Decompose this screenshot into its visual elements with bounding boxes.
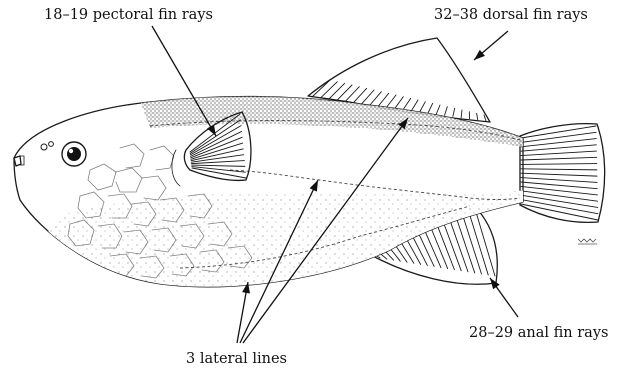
caudal-fin-ray	[521, 164, 597, 165]
anal-arrowhead	[487, 276, 500, 290]
dorsal-fin-ray	[428, 103, 433, 113]
pectoral-fin-ray	[192, 165, 245, 166]
dorsal-fin-ray	[484, 115, 486, 121]
eye-highlight	[69, 149, 73, 153]
dorsal-fin-ray	[445, 107, 448, 116]
dorsal-label: 32–38 dorsal fin rays	[434, 7, 588, 23]
dorsal-fin-ray	[329, 83, 345, 99]
dorsal-fin-ray	[403, 98, 411, 109]
dorsal-fin-ray	[312, 80, 330, 97]
caudal-fin-ray	[521, 157, 597, 160]
dorsal-fin-ray	[420, 102, 426, 112]
scale-mark	[578, 239, 597, 244]
caudal-fin-ray	[521, 169, 597, 170]
dorsal-fin-ray	[337, 85, 352, 100]
fish-body	[0, 93, 530, 300]
gill-cover	[172, 150, 180, 186]
dorsal-fin-ray	[387, 95, 396, 107]
caudal-fin-ray	[521, 191, 598, 201]
dorsal-fin-ray	[453, 108, 455, 116]
leader-lines	[152, 26, 518, 343]
nostril-2	[49, 142, 54, 147]
nostril	[41, 144, 47, 150]
dorsal-fin-ray	[436, 105, 440, 114]
dorsal-fin-ray	[378, 93, 388, 106]
anal-fin-ray	[424, 229, 441, 267]
dorsal-fin-ray	[370, 92, 381, 105]
caudal-fin-ray	[521, 151, 597, 156]
head	[14, 142, 86, 166]
anal-label: 28–29 anal fin rays	[469, 325, 608, 341]
lateral-lines-label: 3 lateral lines	[186, 351, 287, 367]
dorsal-fin-ray	[461, 110, 462, 118]
caudal-fin-ray	[521, 178, 597, 183]
caudal-fin-ray	[521, 173, 597, 176]
dorsal-fin-ray	[395, 97, 403, 109]
dorsal-fin-ray	[477, 113, 478, 120]
eye-pupil	[67, 147, 81, 161]
dorsal-fin-ray	[411, 100, 418, 111]
anal-fin-ray	[411, 234, 427, 266]
anal-fin-ray	[418, 232, 434, 267]
pectoral-label: 18–19 pectoral fin rays	[44, 7, 213, 23]
dorsal-fin-ray	[345, 87, 359, 102]
caudal-fin-ray	[521, 132, 596, 142]
anal-fin-ray	[431, 227, 448, 268]
mouth	[14, 156, 21, 166]
caudal-fin	[520, 124, 605, 223]
